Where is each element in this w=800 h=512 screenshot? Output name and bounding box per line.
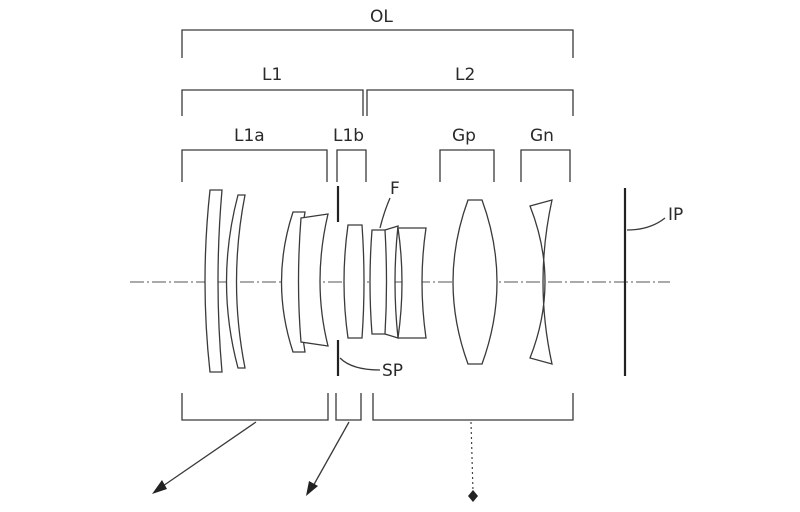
arrow-l2-line: [470, 421, 474, 493]
lens-l1b-1: [343, 224, 365, 339]
lens-l1a-2: [225, 194, 246, 369]
bracket-gp: [439, 149, 495, 182]
label-f: F: [390, 179, 400, 199]
lens-l2-1: [397, 227, 427, 339]
bottom-bracket-l1b: [335, 393, 362, 421]
bracket-gn: [520, 149, 571, 182]
arrow-l2-head: [468, 490, 478, 502]
lens-gn: [529, 199, 553, 365]
arrow-l1a-head: [152, 480, 167, 494]
leader-f: [379, 197, 391, 229]
label-gn: Gn: [530, 126, 554, 146]
bracket-l2: [366, 89, 574, 116]
arrow-l1b-head: [306, 481, 318, 496]
lens-l1a-1: [204, 189, 223, 373]
bottom-bracket-l1a: [181, 393, 329, 421]
bottom-bracket-l2: [372, 393, 574, 421]
leader-ip: [626, 217, 666, 231]
bracket-l1b: [336, 149, 367, 182]
arrow-l1b-line: [311, 421, 350, 489]
label-l1a: L1a: [234, 126, 265, 146]
label-l1: L1: [262, 65, 282, 85]
label-sp: SP: [382, 361, 403, 381]
bracket-ol: [181, 29, 574, 58]
lens-l1a-4: [297, 213, 329, 347]
label-l1b: L1b: [333, 126, 364, 146]
leader-sp: [339, 357, 381, 371]
label-l2: L2: [455, 65, 475, 85]
bracket-l1: [181, 89, 364, 116]
label-gp: Gp: [452, 126, 476, 146]
arrow-l1a-line: [159, 421, 257, 489]
label-ol: OL: [370, 7, 393, 27]
label-ip: IP: [668, 205, 683, 225]
bracket-l1a: [181, 149, 328, 182]
lens-gp: [452, 199, 498, 365]
